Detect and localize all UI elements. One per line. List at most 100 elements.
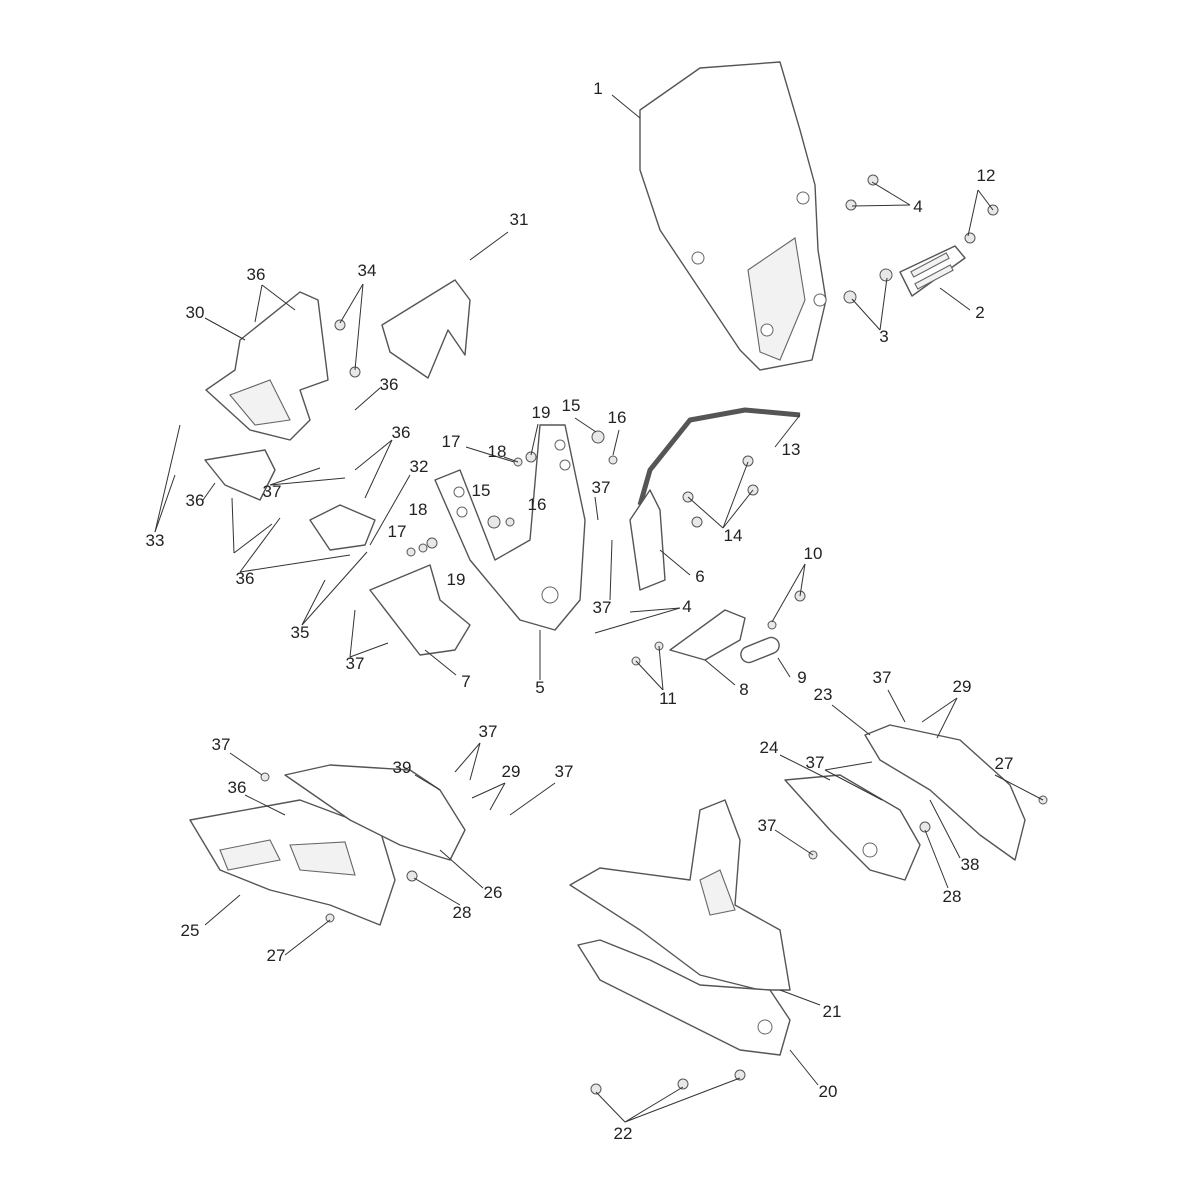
part-frame-30[interactable] (204, 291, 329, 501)
callout-number[interactable]: 10 (804, 544, 823, 563)
callout-number[interactable]: 20 (819, 1082, 838, 1101)
callout-number[interactable]: 4 (682, 597, 691, 616)
leader-line (231, 497, 235, 554)
callout-number[interactable]: 36 (236, 569, 255, 588)
callout-number[interactable]: 33 (146, 531, 165, 550)
callout-number[interactable]: 24 (760, 738, 779, 757)
part-bracket-2[interactable] (899, 245, 966, 297)
leader-line (574, 417, 597, 433)
callout-number[interactable]: 36 (380, 375, 399, 394)
callout-number[interactable]: 37 (346, 654, 365, 673)
callout-number[interactable]: 32 (410, 457, 429, 476)
callout-number[interactable]: 27 (995, 754, 1014, 773)
part-spacer-9[interactable] (738, 635, 781, 665)
leader-line (530, 423, 539, 456)
leader-line (831, 704, 871, 736)
leader-line (936, 697, 958, 739)
callout-number[interactable]: 36 (186, 491, 205, 510)
part-panel-6[interactable] (629, 489, 666, 591)
leader-line (659, 549, 691, 576)
callout-number[interactable]: 28 (453, 903, 472, 922)
callout-number[interactable]: 37 (555, 762, 574, 781)
callout-number[interactable]: 29 (953, 677, 972, 696)
leader-line (939, 287, 971, 311)
callout-number[interactable]: 36 (228, 778, 247, 797)
callout-number[interactable]: 6 (695, 567, 704, 586)
leader-line (489, 782, 506, 811)
part-beak-20[interactable] (577, 939, 791, 1056)
part-windscreen[interactable] (639, 61, 827, 371)
leader-line (774, 414, 801, 448)
callout-number[interactable]: 11 (659, 689, 677, 708)
part-side-panel-24[interactable] (784, 774, 921, 881)
part-cover-7[interactable] (369, 564, 471, 656)
callout-number[interactable]: 12 (977, 166, 996, 185)
callout-number[interactable]: 37 (479, 722, 498, 741)
leader-line (239, 554, 351, 573)
leader-line (704, 659, 736, 686)
leader-line (799, 563, 806, 597)
part-side-panel-25[interactable] (189, 799, 396, 926)
leader-lines (154, 94, 1044, 1123)
part-bracket-8[interactable] (669, 609, 746, 661)
callout-number[interactable]: 1 (593, 79, 602, 98)
callout-number[interactable]: 18 (409, 500, 428, 519)
callout-number[interactable]: 37 (212, 735, 231, 754)
callout-number[interactable]: 13 (782, 440, 801, 459)
callout-number[interactable]: 25 (181, 921, 200, 940)
callout-number[interactable]: 37 (758, 816, 777, 835)
part-side-panel-23[interactable] (864, 724, 1026, 861)
callout-number[interactable]: 28 (943, 887, 962, 906)
callout-number[interactable]: 21 (823, 1002, 842, 1021)
callout-number[interactable]: 4 (913, 197, 922, 216)
leader-line (244, 794, 286, 816)
callout-number[interactable]: 31 (510, 210, 529, 229)
part-bracket-32[interactable] (309, 504, 376, 551)
leader-line (202, 482, 216, 501)
callout-number[interactable]: 36 (247, 265, 266, 284)
callout-number[interactable]: 16 (608, 408, 627, 427)
part-mount-5[interactable] (434, 424, 586, 631)
callout-number[interactable]: 18 (488, 442, 507, 461)
callout-number[interactable]: 30 (186, 303, 205, 322)
part-fairing-31[interactable] (381, 279, 471, 379)
leader-line (824, 769, 883, 801)
callout-number[interactable]: 37 (806, 753, 825, 772)
callout-number[interactable]: 5 (535, 678, 544, 697)
callout-number[interactable]: 27 (267, 946, 286, 965)
part-bracket-26[interactable] (284, 764, 466, 861)
callout-number[interactable]: 16 (528, 495, 547, 514)
callout-number[interactable]: 36 (392, 423, 411, 442)
callout-number[interactable]: 17 (388, 522, 407, 541)
leader-line (503, 456, 519, 463)
callout-number[interactable]: 19 (447, 570, 466, 589)
callout-number[interactable]: 22 (614, 1124, 633, 1143)
leader-line (924, 829, 949, 889)
callout-number[interactable]: 26 (484, 883, 503, 902)
part-stay-13[interactable] (637, 407, 801, 506)
callout-number[interactable]: 38 (961, 855, 980, 874)
callout-number[interactable]: 23 (814, 685, 833, 704)
leader-line (509, 782, 556, 816)
callout-number[interactable]: 37 (263, 482, 282, 501)
callout-number[interactable]: 29 (502, 762, 521, 781)
callout-number[interactable]: 14 (724, 526, 743, 545)
callout-number[interactable]: 37 (873, 668, 892, 687)
callout-number[interactable]: 7 (461, 672, 470, 691)
callout-number[interactable]: 2 (975, 303, 984, 322)
leader-line (465, 446, 515, 463)
callout-number[interactable]: 3 (879, 327, 888, 346)
callout-number[interactable]: 39 (393, 758, 412, 777)
callout-number[interactable]: 37 (593, 598, 612, 617)
callout-number[interactable]: 8 (739, 680, 748, 699)
callout-number[interactable]: 35 (291, 623, 310, 642)
part-nose-21[interactable] (569, 799, 791, 991)
callout-number[interactable]: 9 (797, 668, 806, 687)
callout-number[interactable]: 34 (358, 261, 377, 280)
callout-number[interactable]: 37 (592, 478, 611, 497)
callout-number[interactable]: 19 (532, 403, 551, 422)
leader-line (414, 774, 441, 791)
callout-number[interactable]: 17 (442, 432, 461, 451)
callout-number[interactable]: 15 (562, 396, 581, 415)
callout-number[interactable]: 15 (472, 481, 491, 500)
